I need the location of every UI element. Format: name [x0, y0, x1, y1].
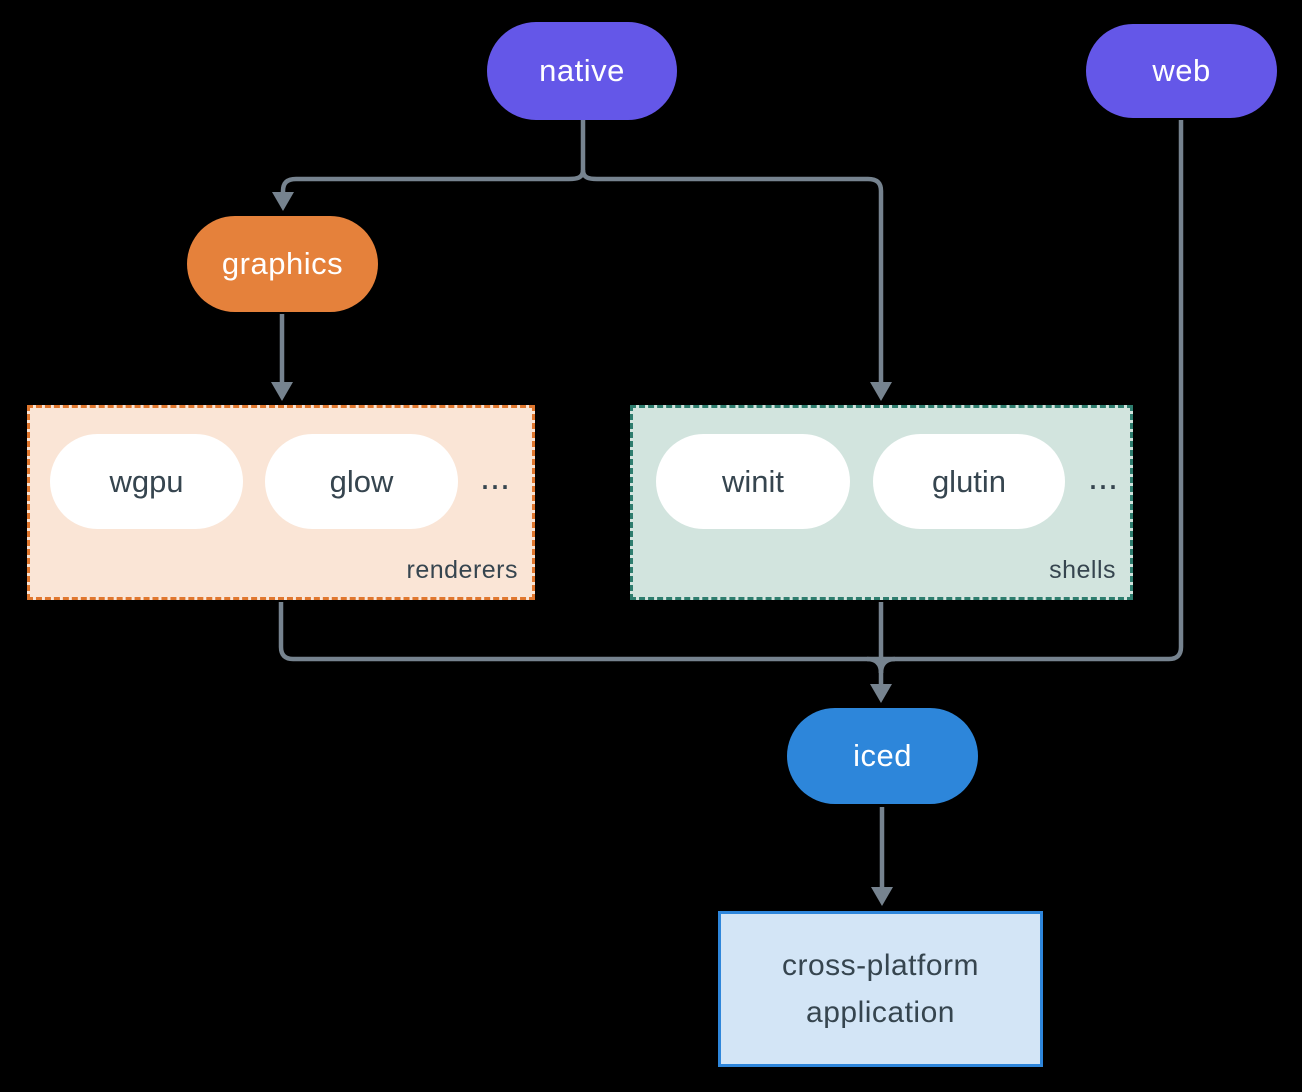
arrowhead-graphics — [272, 192, 294, 211]
node-graphics-label: graphics — [221, 246, 344, 281]
edge-renderers-to-rail — [278, 602, 1169, 662]
node-native: native — [487, 22, 677, 120]
arrowhead-iced — [870, 684, 892, 703]
node-graphics: graphics — [187, 216, 378, 312]
pill-wgpu-label: wgpu — [109, 463, 184, 499]
rail-fillet-right — [878, 656, 896, 674]
rail-fillet-left — [866, 656, 884, 674]
pill-glow-label: glow — [329, 463, 394, 499]
pill-glutin: glutin — [873, 434, 1065, 529]
node-application: cross-platform application — [718, 911, 1043, 1067]
node-web-label: web — [1152, 53, 1211, 88]
node-native-label: native — [539, 53, 625, 88]
node-application-label-line1: cross-platform — [781, 949, 980, 982]
node-application-label-line2: application — [806, 996, 955, 1029]
pill-glow: glow — [265, 434, 458, 529]
node-iced-label: iced — [853, 738, 912, 773]
node-iced: iced — [787, 708, 978, 804]
pill-wgpu: wgpu — [50, 434, 243, 529]
group-renderers: wgpu glow ... renderers — [27, 405, 535, 600]
arrowhead-shells — [870, 382, 892, 401]
renderers-group-label: renderers — [406, 556, 518, 584]
renderers-ellipsis: ... — [480, 456, 511, 497]
pill-winit: winit — [656, 434, 850, 529]
edge-web-to-rail — [1168, 120, 1184, 662]
edge-native-to-graphics — [280, 169, 586, 196]
arrowhead-renderers — [271, 382, 293, 401]
pill-glutin-label: glutin — [931, 463, 1007, 499]
pill-winit-label: winit — [721, 463, 784, 499]
shells-group-label: shells — [1049, 556, 1116, 584]
group-shells: winit glutin ... shells — [630, 405, 1133, 600]
node-web: web — [1086, 24, 1277, 118]
shells-ellipsis: ... — [1088, 456, 1119, 497]
edge-native-to-shells — [580, 169, 884, 384]
arrowhead-app — [871, 887, 893, 906]
